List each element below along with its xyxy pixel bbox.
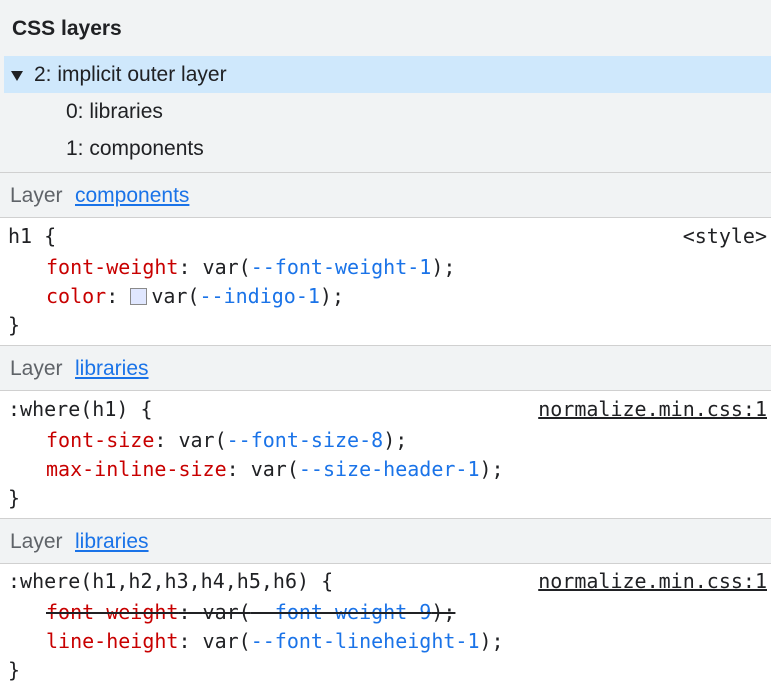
value-end: );	[383, 428, 408, 452]
closing-brace: }	[8, 313, 21, 337]
layer-prefix: Layer	[10, 530, 63, 553]
layer-link-libraries[interactable]: libraries	[75, 357, 149, 380]
declaration-line-height[interactable]: line-height: var(--font-lineheight-1);	[46, 627, 504, 656]
tree-item-label: 0: libraries	[66, 100, 163, 123]
closing-brace: }	[8, 658, 21, 682]
property-name[interactable]: font-size	[46, 428, 155, 452]
rule-source[interactable]: <style>	[682, 224, 767, 248]
var-name[interactable]: --font-lineheight-1	[250, 629, 480, 653]
panel-title: CSS layers	[12, 17, 122, 40]
layer-header: Layer libraries	[0, 518, 771, 564]
triangle-down-icon[interactable]	[11, 71, 23, 81]
layer-prefix: Layer	[10, 184, 63, 207]
colon: :	[154, 428, 179, 452]
layer-prefix: Layer	[10, 357, 63, 380]
property-name[interactable]: font-weight	[46, 255, 179, 279]
tree-item-libraries[interactable]: 0: libraries	[0, 93, 771, 130]
colon: :	[178, 629, 203, 653]
style-rule: :where(h1,h2,h3,h4,h5,h6) { normalize.mi…	[0, 567, 771, 689]
tree-item-implicit-outer-layer[interactable]: 2: implicit outer layer	[4, 56, 771, 93]
var-name[interactable]: --size-header-1	[298, 457, 480, 481]
colon: :	[178, 255, 203, 279]
layer-header: Layer libraries	[0, 345, 771, 391]
declaration-font-weight-overridden[interactable]: font-weight: var(--font-weight-9);	[46, 598, 455, 627]
colon: :	[178, 600, 203, 624]
declaration-color[interactable]: color: var(--indigo-1);	[46, 282, 344, 311]
value-end: );	[431, 255, 456, 279]
property-name[interactable]: max-inline-size	[46, 457, 227, 481]
value-end: );	[319, 284, 344, 308]
var-name[interactable]: --font-size-8	[226, 428, 384, 452]
css-layers-tree: CSS layers 2: implicit outer layer 0: li…	[0, 0, 771, 172]
var-name[interactable]: --indigo-1	[199, 284, 320, 308]
value-end: );	[431, 600, 456, 624]
value-end: );	[479, 457, 504, 481]
declaration-font-size[interactable]: font-size: var(--font-size-8);	[46, 426, 407, 455]
var-name[interactable]: --font-weight-1	[250, 255, 432, 279]
value-func[interactable]: var(	[178, 428, 227, 452]
rule-source-link[interactable]: normalize.min.css:1	[538, 569, 767, 593]
property-name[interactable]: color	[46, 284, 107, 308]
value-func[interactable]: var(	[250, 457, 299, 481]
rule-selector[interactable]: :where(h1) {	[8, 397, 153, 421]
var-name[interactable]: --font-weight-9	[250, 600, 432, 624]
layer-link-components[interactable]: components	[75, 184, 190, 207]
colon: :	[226, 457, 251, 481]
tree-item-label: 1: components	[66, 137, 204, 160]
colon: :	[106, 284, 131, 308]
value-func[interactable]: var(	[151, 284, 200, 308]
tree-item-components[interactable]: 1: components	[0, 130, 771, 167]
color-swatch-icon[interactable]	[130, 288, 148, 305]
rule-source-link[interactable]: normalize.min.css:1	[538, 397, 767, 421]
style-rule: :where(h1) { normalize.min.css:1 font-si…	[0, 395, 771, 517]
rule-selector[interactable]: :where(h1,h2,h3,h4,h5,h6) {	[8, 569, 334, 593]
declaration-font-weight[interactable]: font-weight: var(--font-weight-1);	[46, 253, 455, 282]
property-name[interactable]: line-height	[46, 629, 179, 653]
layer-link-libraries[interactable]: libraries	[75, 530, 149, 553]
value-end: );	[479, 629, 504, 653]
value-func[interactable]: var(	[202, 629, 251, 653]
tree-item-label: 2: implicit outer layer	[34, 63, 227, 86]
declaration-max-inline-size[interactable]: max-inline-size: var(--size-header-1);	[46, 455, 504, 484]
rule-selector[interactable]: h1 {	[8, 224, 57, 248]
style-rule: h1 { <style> font-weight: var(--font-wei…	[0, 222, 771, 344]
layer-header: Layer components	[0, 172, 771, 218]
closing-brace: }	[8, 486, 21, 510]
value-func[interactable]: var(	[202, 255, 251, 279]
property-name[interactable]: font-weight	[46, 600, 179, 624]
value-func[interactable]: var(	[202, 600, 251, 624]
